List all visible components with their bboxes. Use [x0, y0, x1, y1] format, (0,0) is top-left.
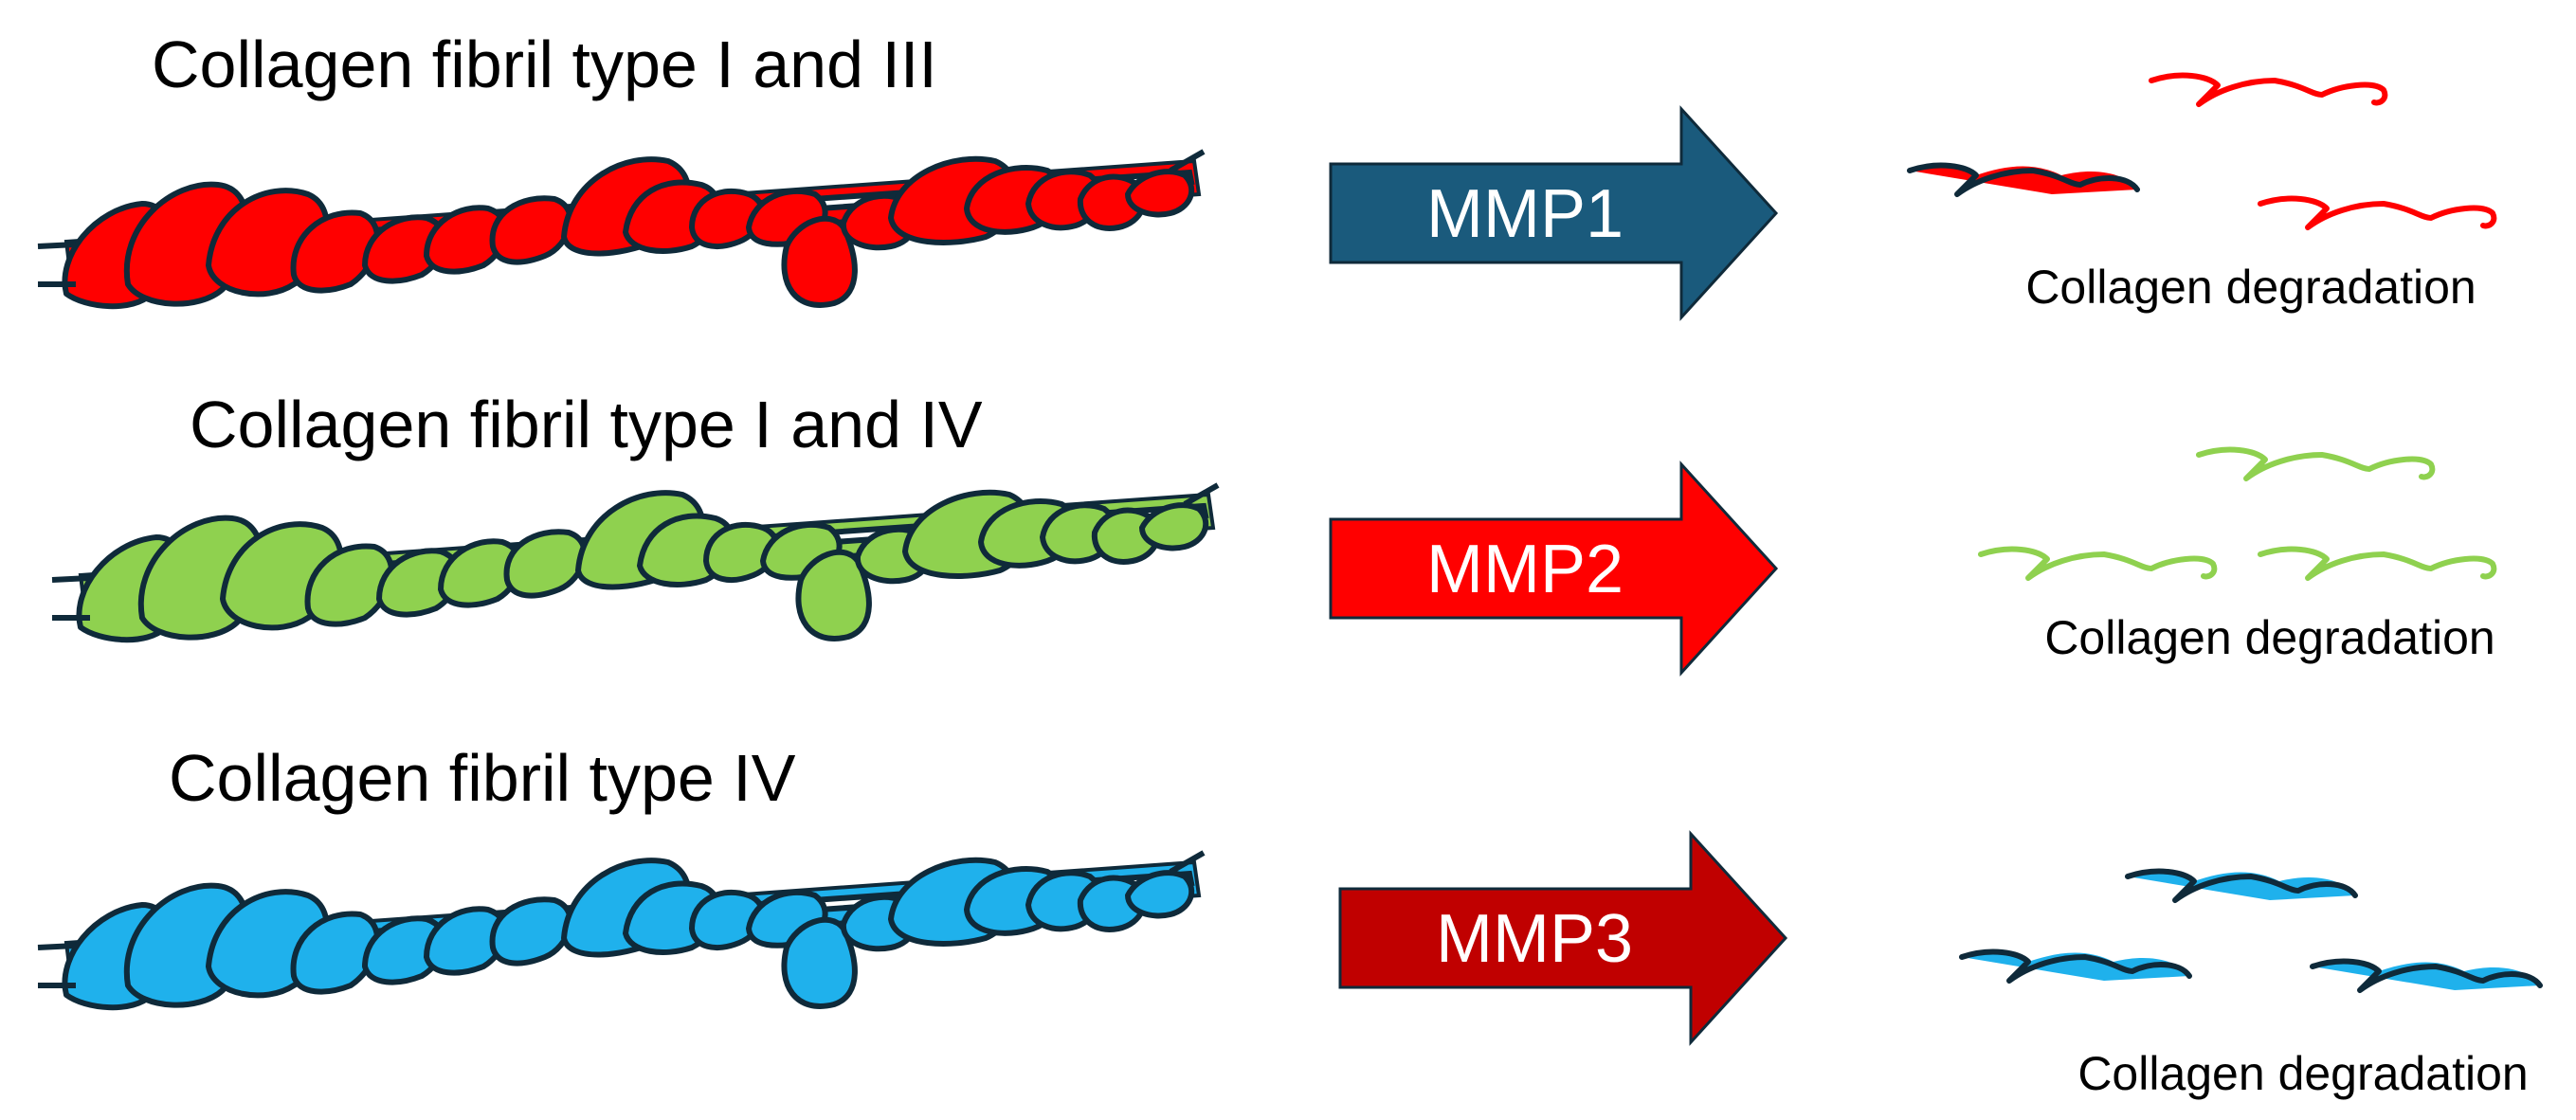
row-2-fragment-a: [2199, 450, 2432, 479]
row-1-fragment-b: [1910, 166, 2137, 194]
row-3-enzyme-label: MMP3: [1436, 901, 1633, 977]
row-1-result-label: Collagen degradation: [2025, 261, 2476, 314]
row-1-arrow: MMP1: [1329, 107, 1778, 319]
row-2-title: Collagen fibril type I and IV: [190, 388, 983, 461]
row-3-fibril: [38, 853, 1204, 1007]
row-1-fragments: [1910, 76, 2494, 227]
row-3-fragment-c: [2313, 962, 2540, 990]
row-2-arrow: MMP2: [1329, 462, 1778, 675]
row-2-fragments: [1981, 450, 2494, 578]
row-2: Collagen fibril type I and IV MMP2 Colla…: [52, 388, 2495, 675]
row-2-enzyme-label: MMP2: [1426, 532, 1624, 607]
row-3-title: Collagen fibril type IV: [169, 741, 796, 815]
row-3: Collagen fibril type IV MMP3 Collagen de…: [38, 741, 2540, 1100]
row-1-fragment-c: [2260, 199, 2494, 227]
row-1-enzyme-label: MMP1: [1426, 176, 1624, 252]
row-3-fragment-b: [1962, 952, 2189, 981]
row-1-fibril: [38, 152, 1204, 306]
row-2-fibril: [52, 485, 1218, 640]
row-3-result-label: Collagen degradation: [2077, 1047, 2528, 1100]
row-1-title: Collagen fibril type I and III: [152, 27, 937, 101]
row-1-fragment-a: [2151, 76, 2385, 104]
row-2-result-label: Collagen degradation: [2044, 611, 2494, 664]
row-2-fragment-c: [2260, 550, 2494, 578]
row-1: Collagen fibril type I and III MMP1 Coll…: [38, 27, 2494, 319]
row-3-fragments: [1962, 872, 2540, 990]
row-3-fragment-a: [2128, 872, 2355, 900]
row-2-fragment-b: [1981, 550, 2214, 578]
row-3-arrow: MMP3: [1338, 832, 1787, 1044]
